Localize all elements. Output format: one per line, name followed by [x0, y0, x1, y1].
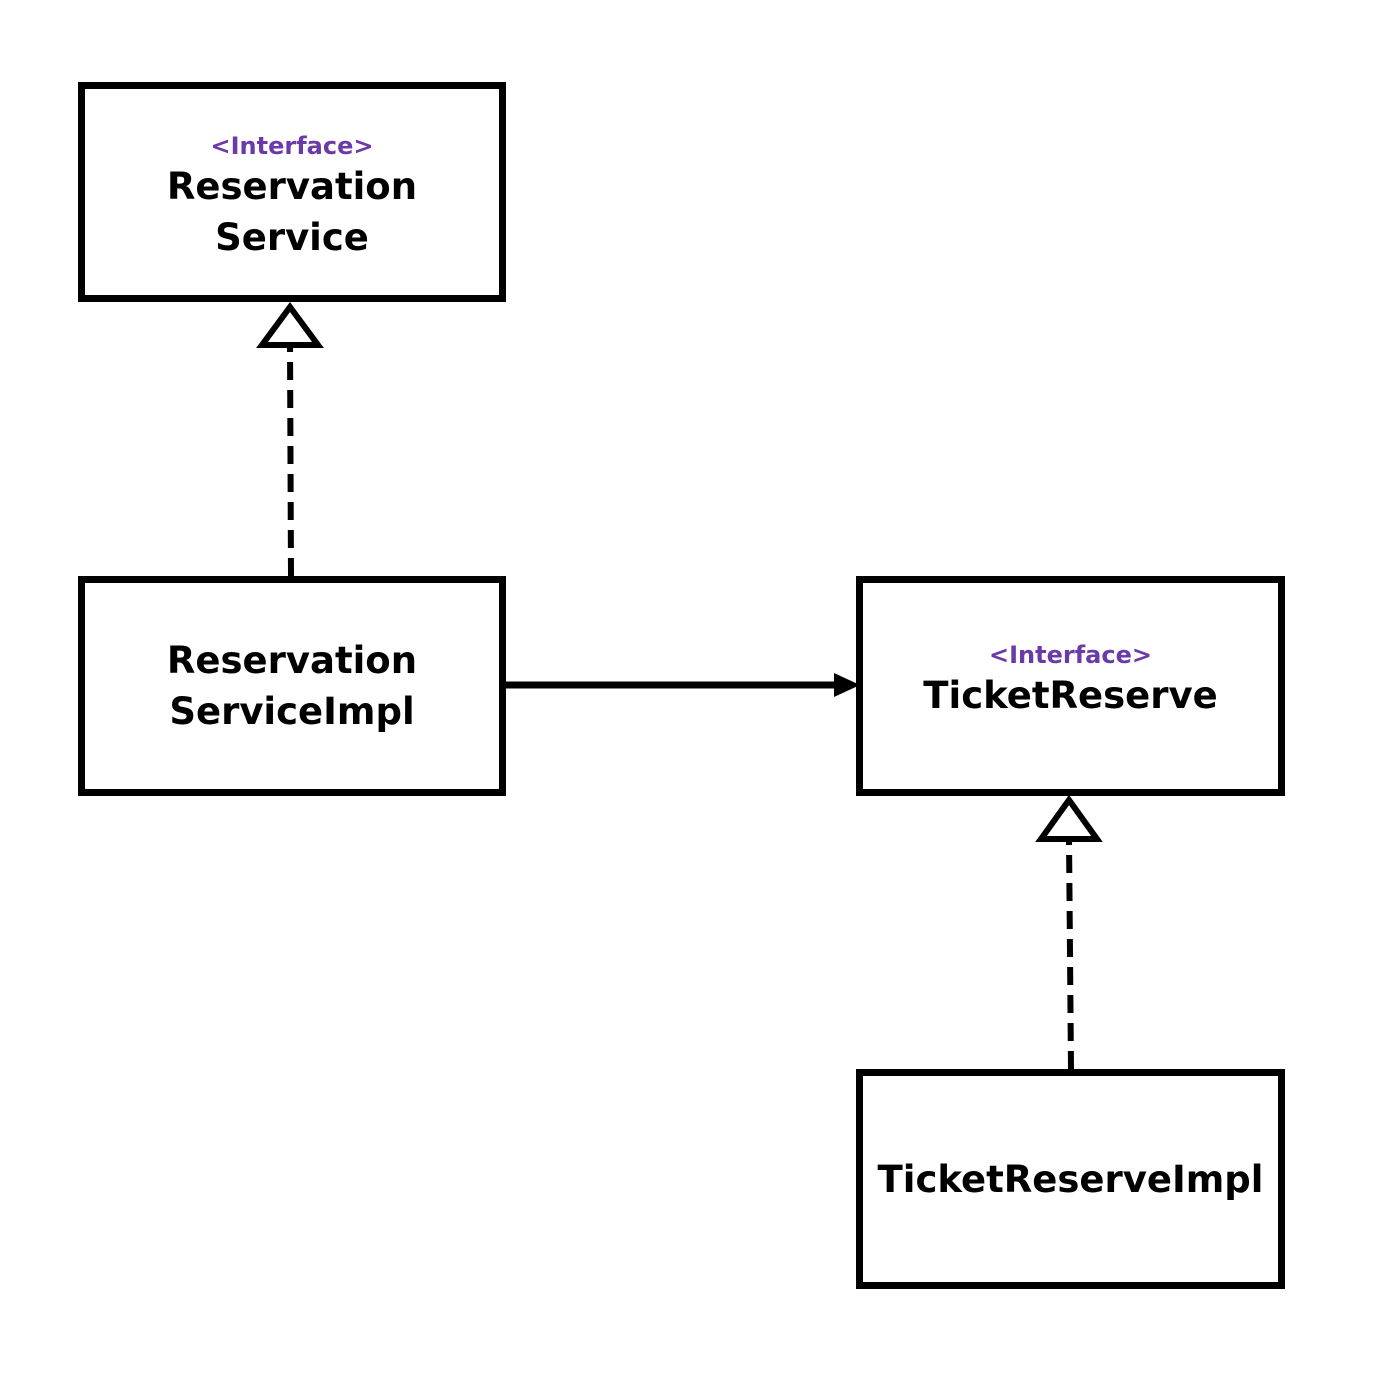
- class-box-ticket-reserve-impl[interactable]: TicketReserveImpl: [856, 1069, 1285, 1289]
- class-name: TicketReserveImpl: [877, 1157, 1264, 1201]
- interface-stereotype: <Interface>: [989, 640, 1152, 669]
- realization-edge-ticket-reserve: [1066, 837, 1074, 1070]
- class-box-reservation-service-impl[interactable]: Reservation ServiceImpl: [78, 576, 506, 796]
- class-name: TicketReserve: [923, 673, 1218, 717]
- interface-stereotype: <Interface>: [210, 132, 374, 160]
- class-box-reservation-service[interactable]: <Interface> Reservation Service: [78, 82, 506, 302]
- realization-arrowhead-ticket-reserve: [1035, 794, 1103, 842]
- realization-edge-reservation-service: [287, 343, 294, 577]
- class-name: Reservation Service: [166, 165, 418, 259]
- class-box-ticket-reserve[interactable]: <Interface> TicketReserve: [856, 576, 1285, 796]
- realization-arrowhead-reservation-service: [256, 301, 324, 348]
- class-name: Reservation ServiceImpl: [166, 639, 418, 733]
- association-arrowhead-ticket-reserve: [834, 673, 860, 697]
